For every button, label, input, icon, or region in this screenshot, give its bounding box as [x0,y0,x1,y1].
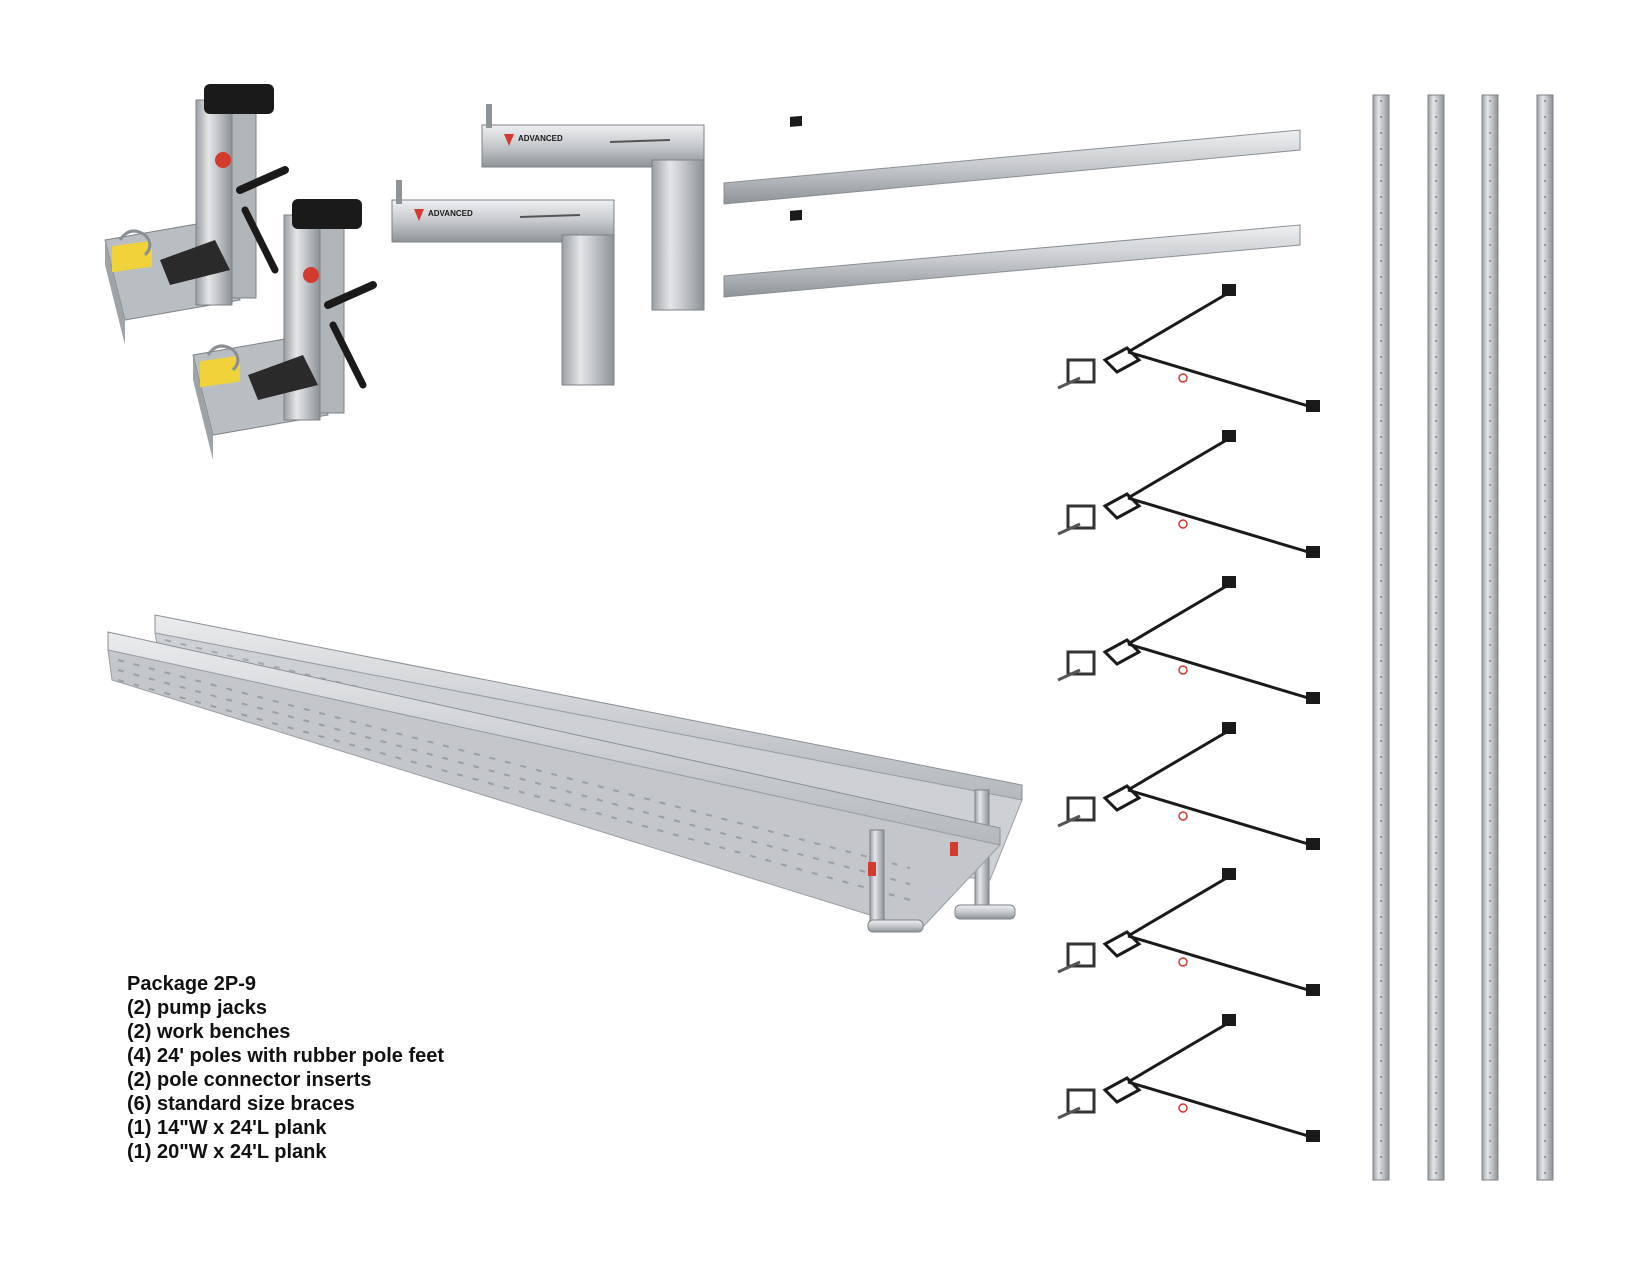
pole-connector-1 [723,115,1301,205]
package-title: Package 2P-9 [127,973,256,995]
braces [1057,284,1320,1142]
work-bench-2: ADVANCED [391,180,615,386]
pole-3 [1481,94,1499,1181]
pump-jack-2 [192,199,377,460]
package-caption: Package 2P-9 (2) pump jacks (2) work ben… [127,972,444,1164]
pole-2 [1427,94,1445,1181]
package-item: (4) 24' poles with rubber pole feet [127,1045,445,1067]
package-item: (1) 14"W x 24'L plank [127,1117,327,1139]
brace [1057,1014,1320,1142]
logo-text: ADVANCED [428,209,473,218]
pole-4 [1536,94,1554,1181]
brace [1057,430,1320,558]
package-item: (6) standard size braces [127,1093,355,1115]
pump-jack-1 [104,84,289,345]
package-item: (2) work benches [127,1021,291,1043]
pole-1 [1372,94,1390,1181]
brace [1057,576,1320,704]
brace [1057,722,1320,850]
package-item: (1) 20"W x 24'L plank [127,1141,327,1163]
brace [1057,284,1320,412]
brace [1057,868,1320,996]
plank-2 [107,631,1001,933]
poles [1372,94,1554,1181]
package-item: (2) pump jacks [127,997,268,1019]
work-bench-1: ADVANCED [481,104,705,311]
package-item: (2) pole connector inserts [127,1069,372,1091]
logo-text: ADVANCED [518,134,563,143]
pole-connector-2 [723,209,1301,298]
